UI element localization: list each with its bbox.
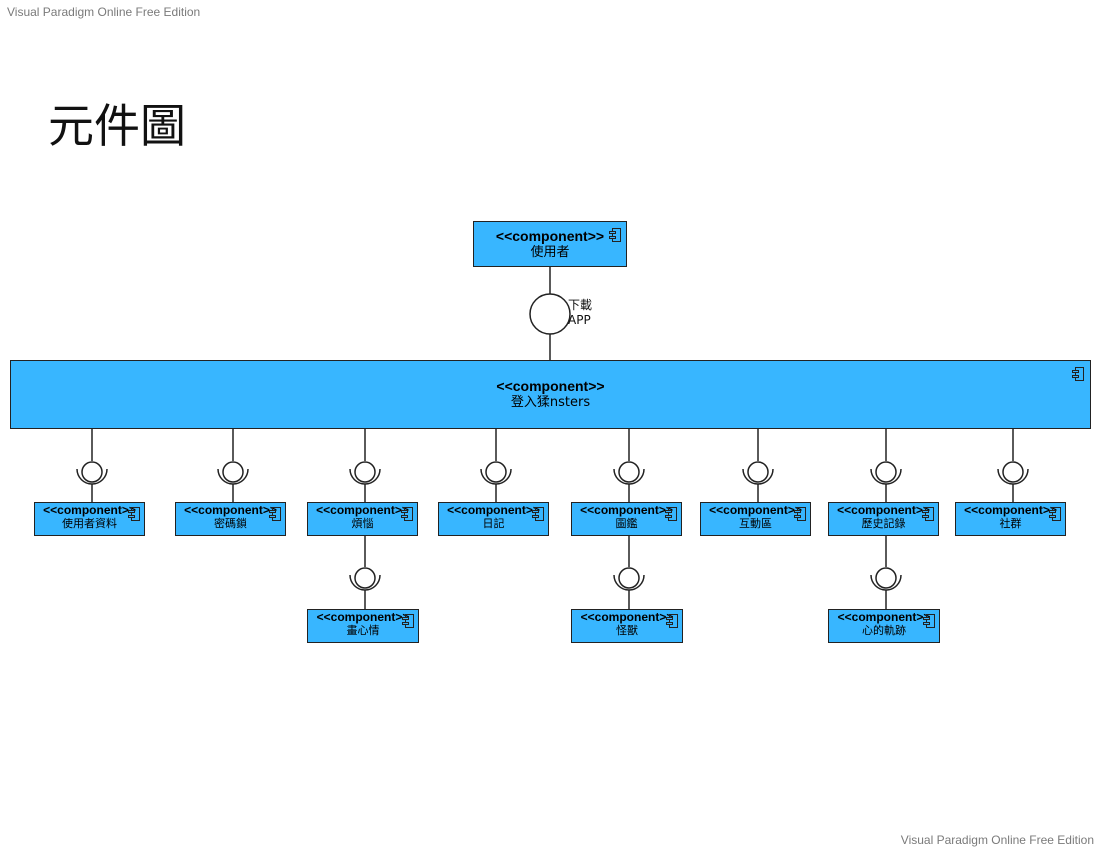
socket-child-2-socket (613, 574, 645, 591)
component-sub-4-stereotype: <<component>> (447, 503, 540, 517)
component-icon (922, 507, 934, 521)
component-icon (1049, 507, 1061, 521)
component-sub-5-stereotype: <<component>> (580, 503, 673, 517)
component-main-name: 登入猱nsters (510, 395, 591, 410)
component-sub-6-name: 互動區 (739, 517, 772, 530)
component-sub-5[interactable]: <<component>>圖鑑 (571, 502, 682, 536)
component-sub-2-name: 密碼鎖 (214, 517, 247, 530)
socket-child-3-socket (870, 574, 902, 591)
component-icon (402, 614, 414, 628)
component-icon (666, 614, 678, 628)
component-user-stereotype: <<component>> (495, 228, 605, 244)
watermark-top: Visual Paradigm Online Free Edition (7, 5, 201, 19)
component-sub-3-name: 煩惱 (351, 517, 374, 530)
socket-child-1-socket (349, 574, 381, 591)
component-user-name: 使用者 (530, 245, 570, 260)
provided-interface-label-line2: APP (568, 313, 591, 327)
socket-sub-7-ball (875, 461, 897, 483)
socket-sub-2-ball (222, 461, 244, 483)
component-child-3-name: 心的軌跡 (862, 624, 906, 637)
socket-sub-4-socket (480, 468, 512, 485)
watermark-bottom: Visual Paradigm Online Free Edition (900, 833, 1094, 847)
component-child-2-stereotype: <<component>> (580, 610, 674, 624)
component-icon (128, 507, 140, 521)
diagram-title: 元件圖 (48, 99, 186, 153)
socket-sub-2-socket (217, 468, 249, 485)
socket-sub-8-socket (997, 468, 1029, 485)
component-child-2[interactable]: <<component>>怪獸 (571, 609, 683, 643)
component-main-stereotype: <<component>> (496, 378, 605, 394)
socket-sub-6-socket (742, 468, 774, 485)
socket-sub-8-ball (1002, 461, 1024, 483)
component-sub-3-stereotype: <<component>> (316, 503, 409, 517)
component-sub-8-stereotype: <<component>> (964, 503, 1057, 517)
component-icon (401, 507, 413, 521)
component-sub-3[interactable]: <<component>>煩惱 (307, 502, 418, 536)
component-sub-8[interactable]: <<component>>社群 (955, 502, 1066, 536)
component-child-3-stereotype: <<component>> (837, 610, 931, 624)
component-sub-1-name: 使用者資料 (62, 517, 117, 530)
component-child-1-stereotype: <<component>> (316, 610, 410, 624)
component-sub-4-name: 日記 (482, 517, 505, 530)
component-sub-1[interactable]: <<component>>使用者資料 (34, 502, 145, 536)
provided-interface-label: 下載 APP (568, 298, 592, 328)
component-sub-7-name: 歷史記錄 (861, 517, 906, 530)
socket-sub-4-ball (485, 461, 507, 483)
component-icon (532, 507, 544, 521)
socket-child-1-ball (354, 567, 376, 589)
socket-sub-7-socket (870, 468, 902, 485)
component-icon (1072, 367, 1084, 381)
component-sub-6-stereotype: <<component>> (709, 503, 802, 517)
provided-interface-label-line1: 下載 (568, 298, 593, 312)
socket-sub-1-socket (76, 468, 108, 485)
socket-child-3-ball (875, 567, 897, 589)
component-sub-2-stereotype: <<component>> (184, 503, 277, 517)
socket-sub-3-socket (349, 468, 381, 485)
component-sub-7-stereotype: <<component>> (837, 503, 930, 517)
component-icon (794, 507, 806, 521)
component-sub-4[interactable]: <<component>>日記 (438, 502, 549, 536)
component-sub-5-name: 圖鑑 (615, 517, 638, 530)
component-icon (665, 507, 677, 521)
component-icon (269, 507, 281, 521)
socket-sub-6-ball (747, 461, 769, 483)
component-main[interactable]: <<component>> 登入猱nsters (10, 360, 1091, 429)
component-child-1[interactable]: <<component>>畫心情 (307, 609, 419, 643)
component-icon (923, 614, 935, 628)
socket-child-2-ball (618, 567, 640, 589)
socket-sub-3-ball (354, 461, 376, 483)
component-user[interactable]: <<component>> 使用者 (473, 221, 627, 267)
component-icon (609, 228, 621, 242)
component-sub-2[interactable]: <<component>>密碼鎖 (175, 502, 286, 536)
component-child-3[interactable]: <<component>>心的軌跡 (828, 609, 940, 643)
socket-sub-1-ball (81, 461, 103, 483)
component-sub-1-stereotype: <<component>> (43, 503, 136, 517)
component-child-1-name: 畫心情 (346, 624, 380, 637)
provided-interface-circle (529, 293, 571, 335)
component-sub-7[interactable]: <<component>>歷史記錄 (828, 502, 939, 536)
component-sub-8-name: 社群 (999, 517, 1022, 530)
socket-sub-5-ball (618, 461, 640, 483)
socket-sub-5-socket (613, 468, 645, 485)
component-sub-6[interactable]: <<component>>互動區 (700, 502, 811, 536)
component-child-2-name: 怪獸 (616, 624, 638, 637)
